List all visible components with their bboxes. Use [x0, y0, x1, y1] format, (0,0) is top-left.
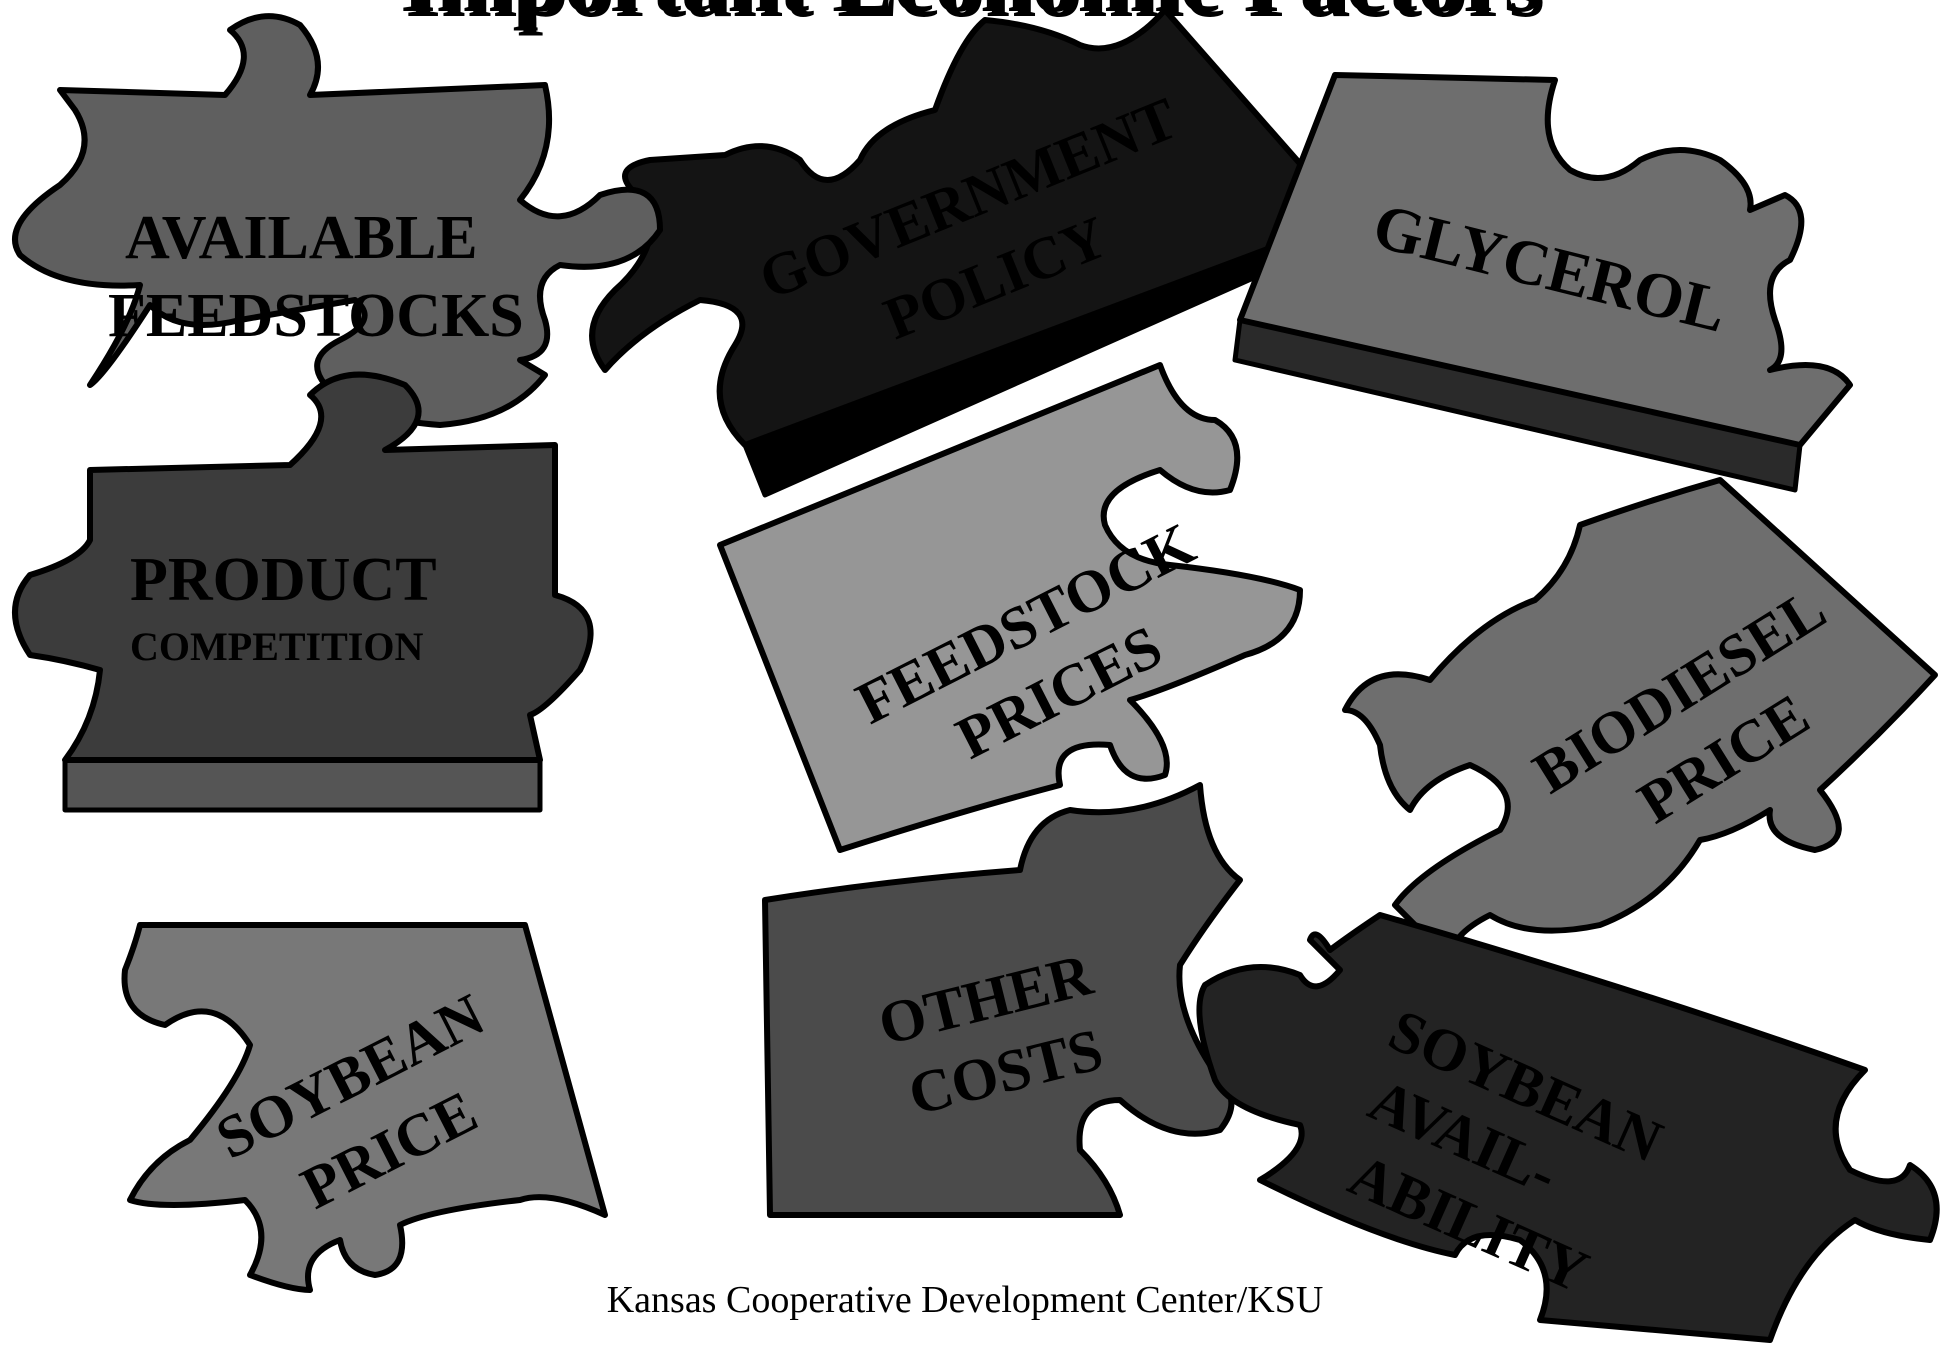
puzzle-piece-glycerol: GLYCEROL [1235, 75, 1850, 490]
product-competition-label-line1: PRODUCT [130, 546, 437, 614]
puzzle-piece-product-competition: PRODUCT COMPETITION [15, 375, 591, 810]
puzzle-piece-other-costs: OTHER COSTS [765, 785, 1240, 1215]
footer-text: Kansas Cooperative Development Center/KS… [607, 1279, 1324, 1321]
slide-title: Important Economic Factors [400, 0, 1540, 31]
puzzle-piece-soybean-price: SOYBEAN PRICE [125, 925, 606, 1290]
product-competition-label-line2: COMPETITION [130, 624, 423, 669]
puzzle-piece-biodiesel-price: BIODIESEL PRICE [1345, 480, 1935, 960]
puzzle-piece-available-feedstocks: AVAILABLE FEEDSTOCKS [15, 16, 660, 425]
soybean-price-shape [125, 925, 606, 1290]
available-feedstocks-label-line2: FEEDSTOCKS [108, 282, 524, 350]
available-feedstocks-label-line1: AVAILABLE [125, 204, 478, 272]
puzzle-piece-soybean-availability: SOYBEAN AVAIL- ABILITY [1199, 915, 1936, 1340]
